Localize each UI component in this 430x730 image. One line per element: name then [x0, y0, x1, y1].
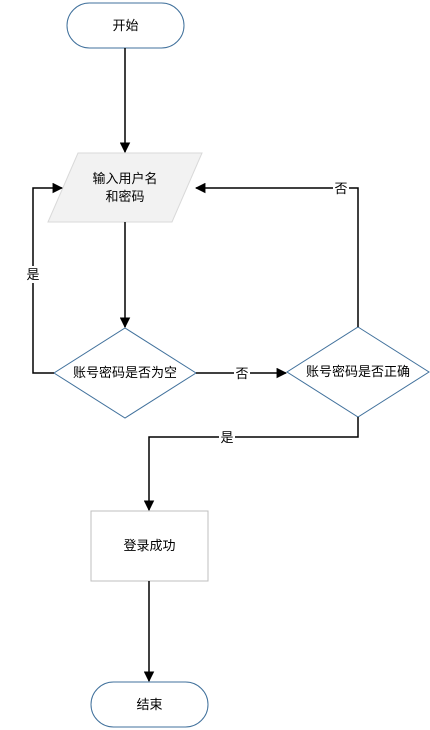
edge-label-empty-no: 否 [234, 365, 250, 382]
input-node-shape [47, 152, 203, 223]
input-node: 输入用户名 和密码 [47, 152, 203, 223]
check-empty-node: 账号密码是否为空 [53, 327, 197, 419]
input-node-label-line1: 输入用户名 [92, 171, 157, 187]
success-node-label: 登录成功 [123, 539, 175, 554]
check-empty-node-shape [53, 327, 197, 419]
edge-label-correct-no-text: 否 [334, 182, 347, 197]
edge-check-correct-no-loop [194, 182, 359, 327]
check-correct-node-label: 账号密码是否正确 [306, 364, 410, 380]
input-node-label-line2: 和密码 [105, 189, 144, 205]
start-node: 开始 [66, 2, 185, 49]
success-node: 登录成功 [90, 510, 209, 582]
edge-label-correct-no: 否 [333, 180, 349, 197]
edge-label-correct-yes-text: 是 [220, 431, 233, 446]
start-node-label: 开始 [112, 19, 138, 34]
edge-check-correct-yes [143, 417, 359, 512]
check-correct-node: 账号密码是否正确 [286, 326, 430, 418]
end-node: 结束 [90, 681, 209, 728]
check-empty-node-label: 账号密码是否为空 [73, 365, 177, 381]
end-node-label: 结束 [136, 698, 162, 713]
edge-label-empty-yes: 是 [25, 266, 41, 283]
edge-label-empty-no-text: 否 [235, 367, 248, 382]
edge-label-empty-yes-text: 是 [26, 268, 39, 283]
edge-label-correct-yes: 是 [219, 429, 235, 446]
